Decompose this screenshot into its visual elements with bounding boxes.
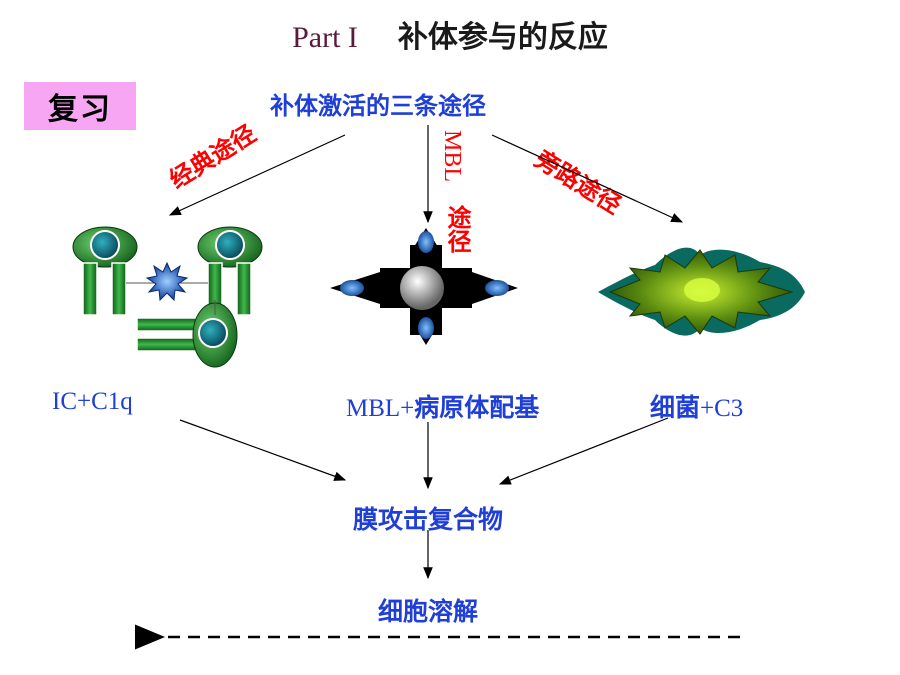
arrow-left-to-mac xyxy=(179,419,347,481)
mbl-molecule-icon xyxy=(330,228,518,345)
input-right-label: 细菌+C3 xyxy=(650,388,743,424)
input-middle-en: MBL+ xyxy=(346,395,415,422)
bacterium-icon xyxy=(598,247,805,336)
review-badge: 复习 xyxy=(24,82,136,130)
arrow-to-alternative xyxy=(491,134,684,223)
three-pathways-label: 补体激活的三条途径 xyxy=(270,92,486,120)
arrow-right-to-mac xyxy=(498,417,669,485)
title-part: Part I xyxy=(292,21,358,54)
mbl-pathway-label-cn: 途径 xyxy=(443,205,471,253)
title-text: 补体参与的反应 xyxy=(397,20,608,55)
input-right-en: +C3 xyxy=(700,395,744,422)
cell-lysis-label: 细胞溶解 xyxy=(377,597,478,626)
mbl-pathway-label-en: MBL xyxy=(439,130,465,183)
antibody-complex-icon xyxy=(72,226,263,368)
input-middle-cn: 病原体配基 xyxy=(414,393,540,422)
page-title: Part I 补体参与的反应 xyxy=(0,12,900,56)
arrow-to-classic xyxy=(168,134,346,216)
mac-label: 膜攻击复合物 xyxy=(352,505,503,534)
input-right-cn: 细菌 xyxy=(650,393,701,422)
input-left-label: IC+C1q xyxy=(52,388,133,415)
input-middle-label: MBL+病原体配基 xyxy=(346,388,539,424)
